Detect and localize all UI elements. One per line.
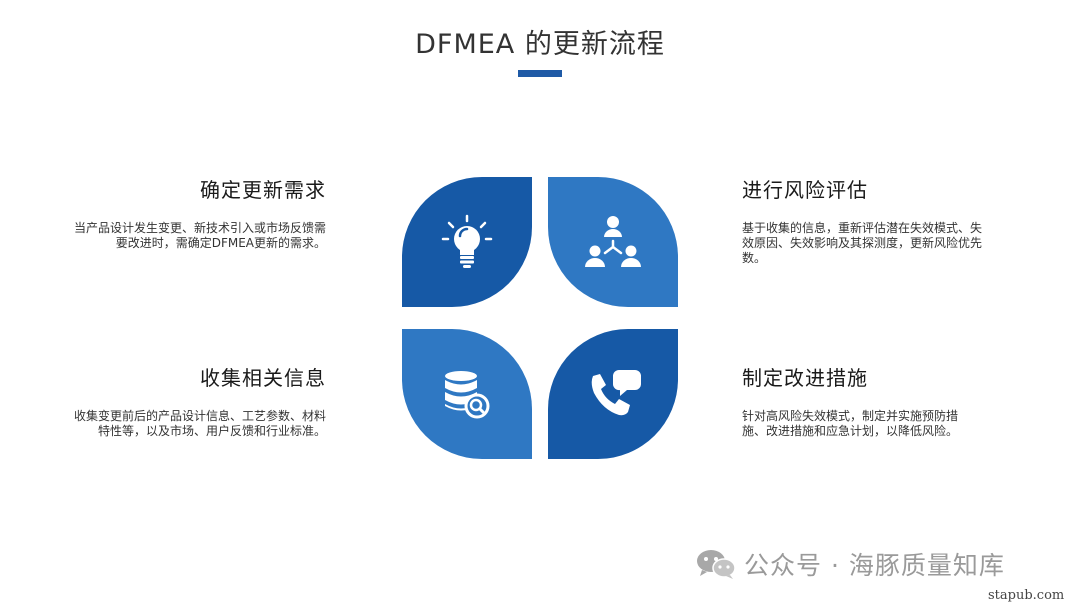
block-risk-assessment: 进行风险评估 基于收集的信息，重新评估潜在失效模式、失效原因、失效影响及其探测度…	[742, 174, 982, 266]
block-heading: 制定改进措施	[742, 366, 868, 390]
petal-bottom-right	[548, 329, 678, 459]
block-description: 收集变更前后的产品设计信息、工艺参数、材料特性等，以及市场、用户反馈和行业标准。	[73, 409, 326, 438]
petal-top-right	[548, 177, 678, 307]
petal-top-left	[402, 177, 532, 307]
block-description: 针对高风险失效模式，制定并实施预防措施、改进措施和应急计划，以降低风险。	[742, 409, 959, 438]
petal-bottom-left	[402, 329, 532, 459]
block-collect-info: 收集相关信息 收集变更前后的产品设计信息、工艺参数、材料特性等，以及市场、用户反…	[66, 362, 326, 439]
block-heading: 进行风险评估	[742, 178, 868, 202]
wechat-icon	[697, 550, 736, 579]
block-determine-needs: 确定更新需求 当产品设计发生变更、新技术引入或市场反馈需要改进时，需确定DFME…	[66, 174, 326, 251]
page-title: DFMEA 的更新流程	[415, 29, 665, 60]
block-heading: 确定更新需求	[200, 178, 326, 202]
team-network-icon	[585, 216, 641, 267]
block-description: 当产品设计发生变更、新技术引入或市场反馈需要改进时，需确定DFMEA更新的需求。	[73, 221, 326, 250]
block-heading: 收集相关信息	[200, 366, 326, 390]
site-watermark: stapub.com	[988, 588, 1065, 603]
title-underline	[518, 70, 562, 77]
database-search-icon	[445, 371, 490, 419]
block-improvement-measures: 制定改进措施 针对高风险失效模式，制定并实施预防措施、改进措施和应急计划，以降低…	[742, 362, 982, 439]
block-description: 基于收集的信息，重新评估潜在失效模式、失效原因、失效影响及其探测度，更新风险优先…	[742, 221, 983, 265]
lightbulb-icon	[441, 214, 493, 268]
watermark: 公众号 · 海豚质量知库	[696, 546, 1005, 582]
watermark-text: 公众号 · 海豚质量知库	[744, 551, 1005, 580]
phone-chat-icon	[591, 370, 641, 416]
